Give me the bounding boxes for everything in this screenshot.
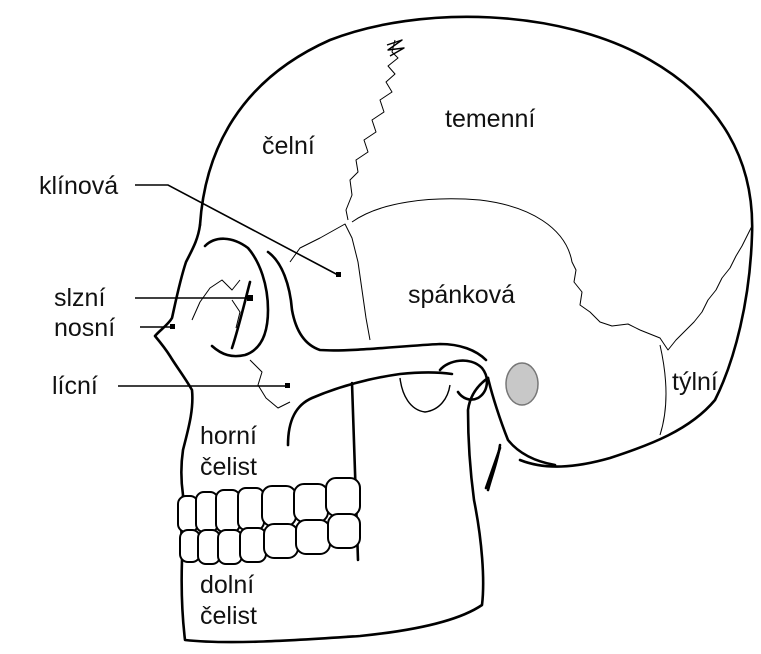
- occipitomastoid-suture: [660, 345, 666, 435]
- label-dolni-celist-1: dolní: [200, 571, 254, 599]
- jaw-notch: [400, 378, 450, 412]
- orbit-inner: [232, 282, 250, 348]
- label-klinova: klínová: [39, 172, 118, 200]
- squamous-suture: [352, 199, 640, 330]
- mandible-ramus: [352, 361, 487, 560]
- zygomatic-arch: [288, 373, 452, 446]
- marker-nosni: [170, 324, 175, 329]
- marker-slzni: [247, 295, 253, 301]
- label-dolni-celist-2: čelist: [200, 602, 257, 630]
- label-licni: lícní: [52, 372, 98, 400]
- coronal-suture-dots: [387, 40, 404, 56]
- label-temenni: temenní: [445, 105, 535, 133]
- ear-canal: [506, 363, 538, 405]
- zygomatic-suture: [250, 360, 290, 408]
- label-horni-celist-2: čelist: [200, 453, 257, 481]
- nasal-suture: [192, 280, 240, 320]
- label-celni: čelní: [262, 132, 315, 160]
- sphenoid-suture: [290, 224, 370, 340]
- label-tylni: týlní: [672, 368, 718, 396]
- label-horni-celist-1: horní: [200, 422, 257, 450]
- label-slzni: slzní: [54, 284, 105, 312]
- coronal-suture: [346, 40, 398, 220]
- label-spankova: spánková: [408, 281, 515, 309]
- marker-klinova: [336, 272, 341, 277]
- leader-klinova: [135, 185, 338, 275]
- label-nosni: nosní: [54, 314, 115, 342]
- styloid-process: [486, 448, 500, 488]
- lambdoid-suture: [640, 226, 752, 350]
- marker-licni: [285, 383, 290, 388]
